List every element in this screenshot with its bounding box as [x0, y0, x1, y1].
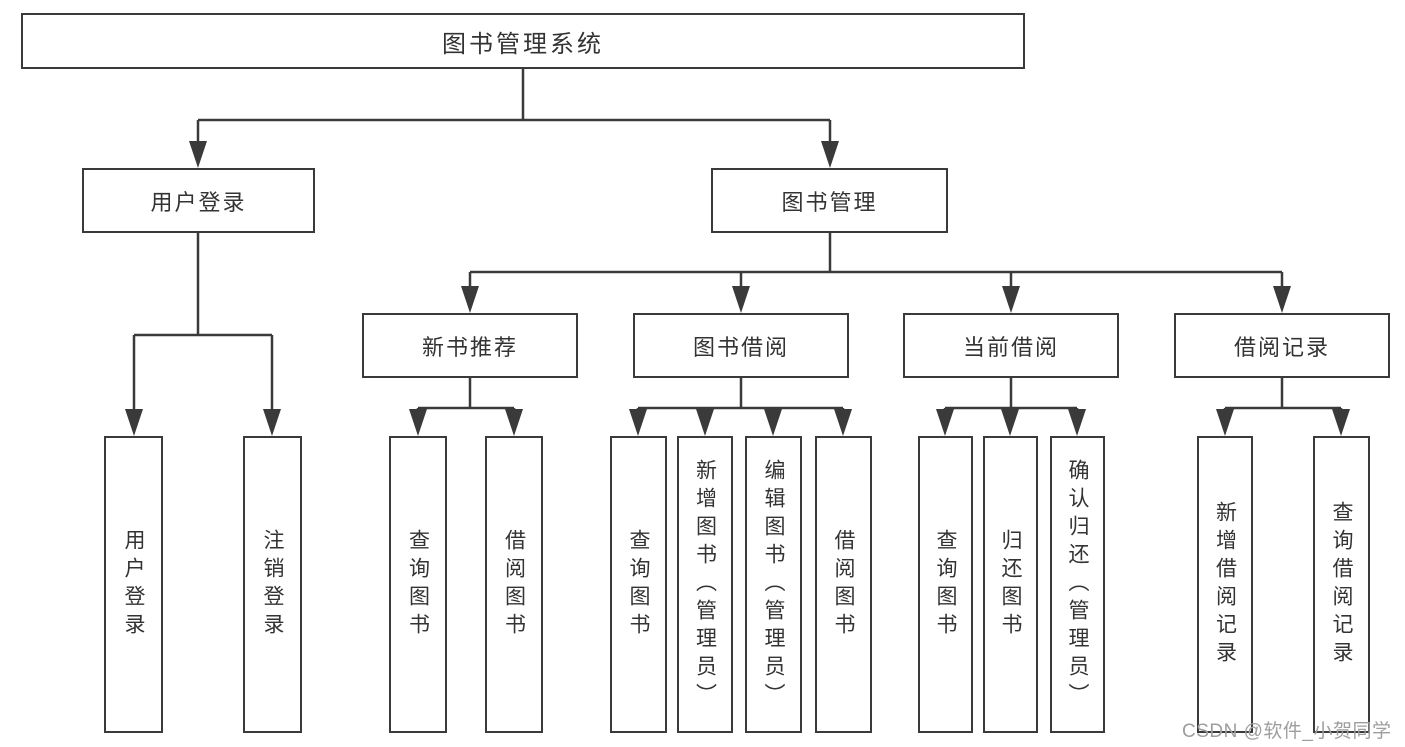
leaf-add-borrow-record: 新增借阅记录	[1197, 436, 1253, 733]
watermark-text: CSDN @软件_小贺同学	[1182, 721, 1392, 742]
leaf-confirm-return-admin: 确认归还（管理员）	[1050, 436, 1105, 733]
node-book-borrowing: 图书借阅	[633, 313, 849, 378]
node-label: 借阅记录	[1233, 334, 1330, 360]
node-label: 查询图书	[627, 528, 650, 641]
node-label: 用户登录	[122, 528, 145, 641]
node-label: 确认归还（管理员）	[1066, 458, 1089, 711]
node-label: 新增图书（管理员）	[693, 458, 717, 711]
leaf-query-books-recommend: 查询图书	[389, 436, 447, 733]
leaf-query-books-borrowing: 查询图书	[610, 436, 667, 733]
node-label: 新书推荐	[421, 334, 518, 360]
connector-paths	[132, 69, 1343, 414]
leaf-return-books: 归还图书	[983, 436, 1038, 733]
node-user-login: 用户登录	[82, 168, 315, 233]
node-book-management: 图书管理	[711, 168, 948, 233]
node-label: 借阅图书	[832, 528, 855, 641]
node-label: 查询图书	[406, 528, 430, 641]
leaf-borrow-books-borrowing: 借阅图书	[815, 436, 872, 733]
leaf-user-login: 用户登录	[104, 436, 163, 733]
node-label: 当前借阅	[962, 334, 1059, 360]
leaf-edit-books-admin: 编辑图书（管理员）	[745, 436, 802, 733]
node-borrowing-records: 借阅记录	[1174, 313, 1390, 378]
node-label: 查询借阅记录	[1330, 500, 1353, 669]
leaf-query-books-current: 查询图书	[918, 436, 973, 733]
node-label: 图书管理系统	[442, 30, 604, 58]
node-label: 用户登录	[150, 189, 247, 215]
node-new-book-recommendation: 新书推荐	[362, 313, 578, 378]
node-library-management-system: 图书管理系统	[21, 13, 1025, 69]
node-label: 图书管理	[781, 189, 878, 215]
node-label: 新增借阅记录	[1213, 500, 1237, 669]
node-label: 查询图书	[934, 528, 957, 641]
leaf-query-borrow-record: 查询借阅记录	[1313, 436, 1370, 733]
node-label: 注销登录	[261, 528, 284, 641]
leaf-borrow-books-recommend: 借阅图书	[485, 436, 543, 733]
leaf-logout-login: 注销登录	[243, 436, 302, 733]
arrowhead-icons	[125, 141, 1350, 436]
node-current-borrowing: 当前借阅	[903, 313, 1119, 378]
node-label: 归还图书	[999, 528, 1022, 641]
leaf-add-books-admin: 新增图书（管理员）	[677, 436, 733, 733]
node-label: 借阅图书	[502, 528, 526, 641]
node-label: 图书借阅	[692, 334, 789, 360]
node-label: 编辑图书（管理员）	[762, 458, 785, 711]
